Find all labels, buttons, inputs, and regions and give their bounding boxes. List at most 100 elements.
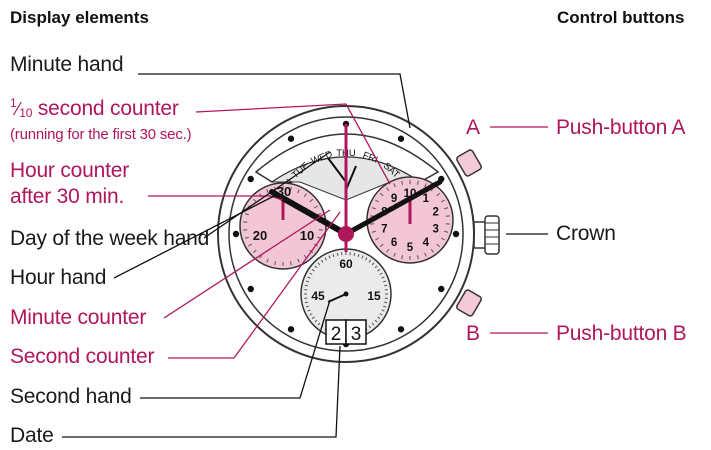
- crown[interactable]: [473, 215, 500, 255]
- push-button-a-short-label: A: [466, 116, 480, 139]
- subdial-tick: [379, 313, 383, 316]
- subdial-tick: [266, 189, 269, 194]
- subdial-tick: [317, 322, 321, 326]
- subdial-tick: [444, 207, 449, 210]
- tenth-sub-number: 4: [423, 237, 430, 249]
- hour-sub-20: 20: [253, 228, 267, 243]
- tenth-second-counter-note: (running for the first 30 sec.): [10, 126, 192, 143]
- subdial-tick: [371, 230, 376, 233]
- bezel-dot: [397, 135, 405, 142]
- bezel-dot: [287, 135, 295, 142]
- subdial-tick: [259, 254, 263, 259]
- subdial-tick: [309, 198, 314, 203]
- subdial-tick: [393, 252, 396, 257]
- push-button-a[interactable]: [456, 149, 483, 177]
- subdial-tick: [444, 230, 449, 233]
- tenth-sub-number: 6: [391, 237, 397, 249]
- bezel-dot: [247, 285, 254, 293]
- tenth-sub-number: 1: [423, 193, 430, 205]
- bezel-dot: [287, 326, 295, 333]
- hour-counter-label-line2: after 30 min.: [10, 185, 125, 208]
- subdial-tick: [382, 280, 387, 283]
- hour-hand-label: Hour hand: [10, 266, 107, 289]
- bezel-dot: [397, 326, 405, 333]
- subdial-tick: [381, 309, 385, 312]
- crown-label: Crown: [556, 222, 616, 245]
- subdial-tick: [305, 305, 310, 308]
- subdial-tick: [252, 198, 257, 203]
- subdial-tick: [309, 272, 313, 275]
- leader-lines: [62, 73, 548, 438]
- subdial-tick: [401, 255, 404, 260]
- push-button-b-short-label: B: [466, 322, 480, 345]
- minute-sub-60: 60: [339, 257, 353, 271]
- day-of-week-hand-label: Day of the week hand: [10, 227, 210, 250]
- date-digit-ones: 3: [351, 324, 362, 345]
- subdial-tick: [328, 255, 331, 259]
- tenth-second-counter-subdial: 10123456789: [366, 176, 454, 264]
- subdial-tick: [304, 301, 308, 304]
- subdial-tick: [353, 252, 356, 256]
- subdial-tick: [365, 257, 368, 261]
- subdial-tick: [379, 243, 384, 248]
- fraction-denominator: 10: [19, 106, 33, 120]
- subdial-tick: [274, 261, 277, 266]
- minute-counter-hand: [327, 293, 347, 303]
- subdial-tick: [244, 236, 249, 239]
- tenth-sub-number: 3: [432, 223, 438, 235]
- subdial-tick: [289, 186, 292, 191]
- subdial-tick: [336, 252, 339, 256]
- subdial-tick: [424, 252, 427, 257]
- tenth-sub-number: 7: [381, 223, 387, 235]
- tenth-sub-number: 2: [432, 207, 438, 219]
- subdial-tick: [386, 248, 390, 253]
- subdial-tick: [436, 243, 441, 248]
- subdial-tick: [332, 253, 335, 258]
- subdial-tick: [266, 258, 269, 263]
- tenth-second-counter-label: 1⁄10 second counter: [10, 96, 179, 120]
- subdial-tick: [384, 284, 388, 287]
- subdial-tick: [324, 257, 327, 261]
- minute-counter-label: Minute counter: [10, 306, 147, 329]
- subdial-tick: [368, 325, 372, 329]
- subdial-tick: [424, 183, 427, 188]
- center-pin: [338, 226, 354, 242]
- subdial-tick: [382, 305, 387, 308]
- subdial-tick: [357, 253, 360, 258]
- minute-counter-subdial: 60 15 45: [300, 248, 392, 340]
- subdial-tick: [371, 207, 376, 210]
- subdial-tick: [297, 258, 300, 263]
- subdial-tick: [430, 248, 434, 253]
- subdial-tick: [377, 268, 381, 272]
- subdial-tick: [374, 265, 378, 269]
- subdial-tick: [248, 243, 253, 247]
- bezel-dot: [438, 285, 445, 293]
- subdial-tick: [309, 313, 313, 316]
- bezel-dot: [247, 175, 254, 183]
- subdial-tick: [307, 309, 311, 312]
- date-digit-tens: 2: [331, 324, 342, 345]
- subdial-tick: [244, 213, 249, 216]
- control-buttons-header: Control buttons: [557, 8, 685, 27]
- subdial-tick: [304, 284, 308, 287]
- date-label: Date: [10, 424, 54, 447]
- fraction-numerator: 1: [10, 96, 17, 110]
- subdial-tick: [371, 262, 375, 266]
- hour-hand: [269, 189, 349, 237]
- subdial-tick: [317, 262, 321, 266]
- subdial-tick: [384, 301, 388, 304]
- push-button-b[interactable]: [456, 289, 483, 317]
- hour-counter-label-line1: Hour counter: [10, 159, 129, 182]
- subdial-tick: [386, 187, 390, 192]
- subdial-tick: [311, 268, 315, 272]
- push-button-b-label: Push-button B: [556, 322, 687, 345]
- second-counter-label: Second counter: [10, 345, 155, 368]
- subdial-tick: [314, 265, 318, 269]
- subdial-tick: [320, 259, 324, 263]
- subdial-tick: [379, 272, 383, 275]
- subdial-tick: [252, 249, 257, 254]
- hour-counter-subdial: 30 20 10: [239, 182, 327, 270]
- day-of-week-hand: [327, 157, 347, 183]
- second-hand-label: Second hand: [10, 385, 132, 408]
- subdial-tick: [371, 322, 375, 326]
